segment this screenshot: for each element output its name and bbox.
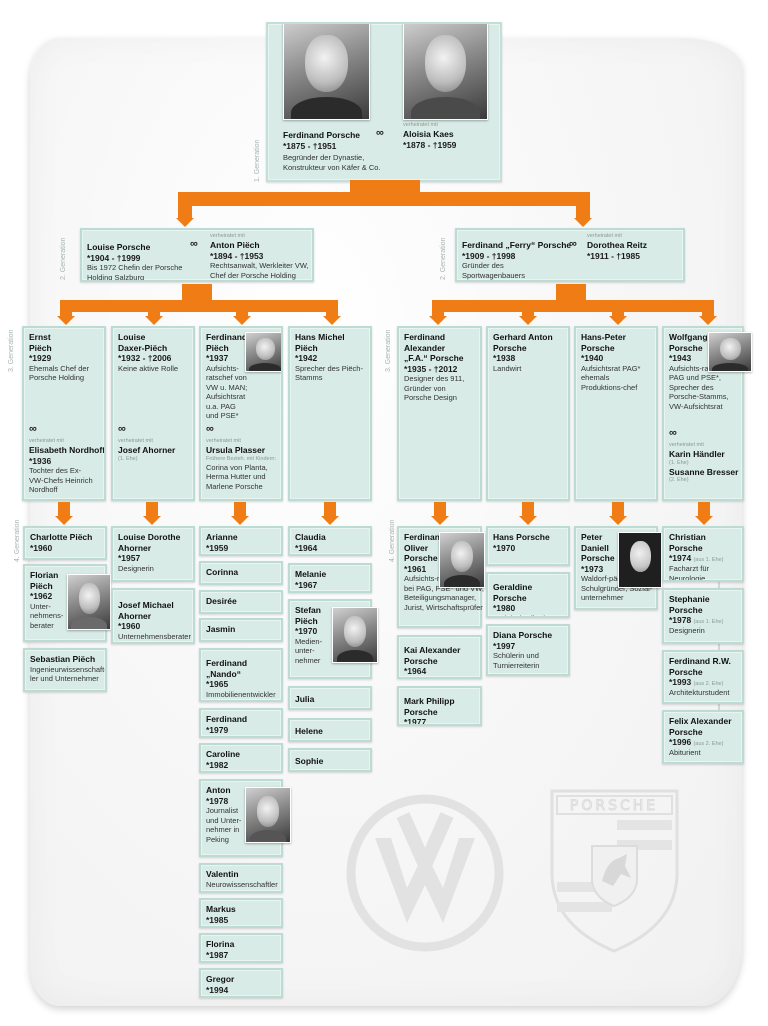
- porsche-crest-icon: PORSCHE: [550, 789, 679, 953]
- gen4-child-box: Peter Daniell Porsche *1973 Waldorf-päda…: [574, 526, 662, 610]
- generation-label-4: 4. Generation: [14, 519, 21, 562]
- gen4-child-box: Josef Michael Ahorner *1960 Unternehmens…: [111, 588, 195, 644]
- gen4-child-box: Corinna: [199, 561, 283, 585]
- gen4-child-box: Claudia *1964: [288, 526, 372, 556]
- portrait-florian-piech: [67, 574, 111, 630]
- arrow-down-icon: [55, 516, 73, 525]
- connector-gen2-right-bar: [432, 300, 714, 312]
- arrow-down-icon: [57, 316, 75, 325]
- gen4-child-box: Desirée: [199, 590, 283, 614]
- portrait-wolfgang-porsche: [708, 332, 752, 372]
- gen3-wolfgang-porsche-box: Wolfgang Porsche *1943 Aufsichts-ratsche…: [662, 326, 752, 501]
- svg-text:PORSCHE: PORSCHE: [570, 798, 658, 814]
- gen4-child-box: Sebastian Piëch Ingenieurwissenschaft-le…: [23, 648, 107, 692]
- gen4-child-box: Melanie *1967: [288, 563, 372, 593]
- arrow-down-icon: [429, 316, 447, 325]
- gen4-child-box: Ferdinand Oliver Porsche *1961 Aufsichts…: [397, 526, 485, 628]
- marriage-icon: ∞: [569, 238, 577, 250]
- gen4-child-box: Florina *1987: [199, 933, 283, 963]
- gen4-child-box: Julia: [288, 686, 372, 710]
- generation-label-2-right: 2. Generation: [440, 237, 447, 280]
- gen3-hans-michel-piech-box: Hans Michel Piëch *1942 Sprecher des Pië…: [288, 326, 372, 501]
- arrow-down-icon: [323, 316, 341, 325]
- marriage-icon: ∞: [669, 427, 677, 439]
- gen4-child-box: Geraldine Porsche *1980 Praktische Ärzti…: [486, 572, 570, 618]
- gen4-child-box: Stephanie Porsche *1978 (aus 1. Ehe) Des…: [662, 588, 744, 644]
- portrait-ferdinand-porsche: [283, 24, 370, 120]
- gen4-child-box: Mark Philipp Porsche *1977: [397, 686, 482, 726]
- generation-label-3-right: 3. Generation: [385, 329, 392, 372]
- gen3-ernst-piech-box: Ernst Piëch *1929 Ehemals Chef der Porsc…: [22, 326, 106, 501]
- gen4-child-box: Valentin Neurowissenschaftler: [199, 863, 283, 893]
- gen4-child-box: Gregor *1994: [199, 968, 283, 998]
- marriage-icon: ∞: [190, 238, 198, 250]
- arrow-down-icon: [609, 516, 627, 525]
- arrow-down-icon: [609, 316, 627, 325]
- arrow-down-icon: [176, 218, 194, 227]
- gen4-child-box: Charlotte Piëch *1960: [23, 526, 107, 560]
- arrow-down-icon: [233, 316, 251, 325]
- arrow-down-icon: [519, 316, 537, 325]
- gen4-child-box: Caroline *1982: [199, 743, 283, 773]
- gen4-child-box: Louise Dorothe Ahorner *1957 Designerin: [111, 526, 195, 582]
- gen4-child-box: Hans Porsche *1970: [486, 526, 570, 566]
- gen2-left-couple-box: Louise Porsche *1904 - †1999 Bis 1972 Ch…: [80, 228, 314, 282]
- gen4-child-box: Ferdinand „Nando“ *1965 Immobilienentwic…: [199, 648, 283, 702]
- gen4-child-box: Felix Alexander Porsche *1996 (aus 2. Eh…: [662, 710, 744, 764]
- gen4-child-box: Florian Piëch *1962 Unter-nehmens-berate…: [23, 564, 111, 642]
- gen4-child-box: Stefan Piëch *1970 Medien-unter-nehmer: [288, 599, 378, 679]
- generation-label-4-right: 4. Generation: [389, 519, 396, 562]
- gen4-child-box: Markus *1985: [199, 898, 283, 928]
- connector-gen1-bar: [178, 192, 590, 206]
- generation-label-3: 3. Generation: [8, 329, 15, 372]
- gen4-child-box: Helene: [288, 718, 372, 742]
- gen4-child-box: Jasmin: [199, 618, 283, 642]
- arrow-down-icon: [574, 218, 592, 227]
- arrow-down-icon: [143, 516, 161, 525]
- portrait-ferdinand-piech: [245, 332, 281, 372]
- gen3-louise-daxer-piech-box: Louise Daxer-Piëch *1932 - †2006 Keine a…: [111, 326, 195, 501]
- gen1-couple-box: Ferdinand Porsche *1875 - †1951 Begründe…: [266, 22, 502, 182]
- gen3-fa-porsche-box: Ferdinand Alexander „F.A.“ Porsche *1935…: [397, 326, 482, 501]
- portrait-aloisia-kaes: [403, 24, 488, 120]
- arrow-down-icon: [145, 316, 163, 325]
- gen4-child-box: Diana Porsche *1997 Schülerin und Turnie…: [486, 624, 570, 676]
- marriage-icon: ∞: [29, 423, 37, 435]
- vw-logo-icon: [346, 794, 504, 952]
- arrow-down-icon: [519, 516, 537, 525]
- portrait-anton-piech: [245, 787, 291, 843]
- person-name: Ferdinand Porsche: [283, 130, 360, 140]
- generation-label-1: 1. Generation: [254, 139, 261, 182]
- marriage-icon: ∞: [376, 127, 384, 139]
- connector-gen1-stem: [350, 180, 420, 194]
- gen2-right-couple-box: Ferdinand „Ferry“ Porsche *1909 - †1998 …: [455, 228, 685, 282]
- spouse-name: Aloisia Kaes: [403, 129, 454, 139]
- person-years: *1875 - †1951: [283, 140, 337, 151]
- portrait-stefan-piech: [332, 607, 378, 663]
- gen3-gerhard-anton-porsche-box: Gerhard Anton Porsche *1938 Landwirt: [486, 326, 570, 501]
- connector-gen2-left-bar: [60, 300, 338, 312]
- arrow-down-icon: [699, 316, 717, 325]
- gen4-child-box: Christian Porsche *1974 (aus 1. Ehe) Fac…: [662, 526, 744, 582]
- marriage-icon: ∞: [206, 423, 214, 435]
- portrait-ferdinand-oliver-porsche: [439, 532, 485, 588]
- gen3-ferdinand-piech-box: Ferdinand Piëch *1937 Aufsichts-ratschef…: [199, 326, 283, 501]
- arrow-down-icon: [431, 516, 449, 525]
- gen3-hans-peter-porsche-box: Hans-Peter Porsche *1940 Aufsichtsrat PA…: [574, 326, 658, 501]
- marriage-icon: ∞: [118, 423, 126, 435]
- gen4-child-box: Ferdinand *1979: [199, 708, 283, 738]
- gen4-child-box: Arianne *1959: [199, 526, 283, 556]
- arrow-down-icon: [695, 516, 713, 525]
- generation-label-2: 2. Generation: [60, 237, 67, 280]
- spouse-years: *1878 - †1959: [403, 139, 457, 150]
- gen4-child-box: Kai Alexander Porsche *1964: [397, 635, 482, 679]
- person-desc: Begründer der Dynastie, Konstrukteur von…: [283, 153, 381, 172]
- gen4-child-box: Anton *1978 Journalist und Unter-nehmer …: [199, 779, 291, 857]
- arrow-down-icon: [231, 516, 249, 525]
- portrait-peter-daniell-porsche: [618, 532, 662, 588]
- gen4-child-box: Ferdinand R.W. Porsche *1993 (aus 2. Ehe…: [662, 650, 744, 704]
- gen4-child-box: Sophie: [288, 748, 372, 772]
- arrow-down-icon: [321, 516, 339, 525]
